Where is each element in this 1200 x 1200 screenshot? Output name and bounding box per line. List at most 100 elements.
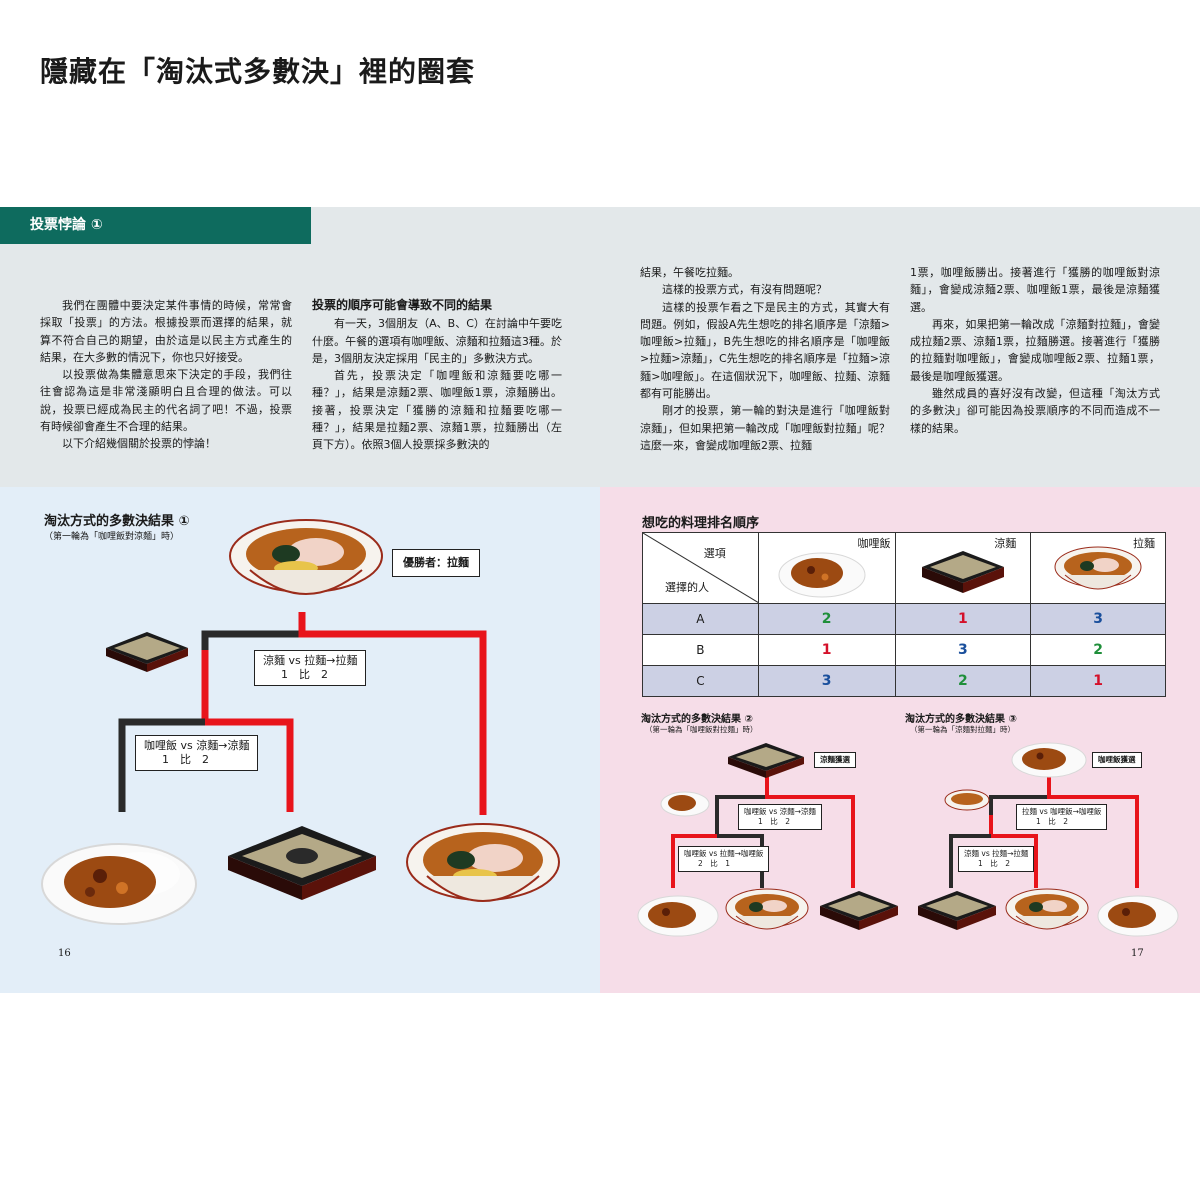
diagonal-line xyxy=(643,533,759,603)
rank-cell: 3 xyxy=(757,665,896,697)
match-score: 1 比 2 xyxy=(162,753,209,766)
diagram-3-title: 淘汰方式的多數決結果 ③ xyxy=(905,714,1017,725)
diagram-1-subtitle: （第一輪為「咖哩飯對涼麵」時） xyxy=(44,532,180,542)
table-corner-cell: 選項 選擇的人 xyxy=(642,532,759,604)
corner-bottom-label: 選擇的人 xyxy=(665,581,709,594)
curry-rice-icon xyxy=(778,552,866,598)
winner-text: 咖哩飯獲選 xyxy=(1098,755,1136,764)
rank-cell: 2 xyxy=(757,603,896,635)
page-number-left: 16 xyxy=(58,948,71,959)
paragraph: 有一天，3個朋友（A、B、C）在討論中午要吃什麼。午餐的選項有咖哩飯、涼麵和拉麵… xyxy=(312,317,562,365)
cold-noodles-icon xyxy=(228,826,376,900)
match-label: 咖哩飯 vs 涼麵→涼麵 1 比 2 xyxy=(135,735,259,771)
match-result: 涼麵 vs 拉麵→拉麵 xyxy=(263,654,358,667)
diagram-2-subtitle: （第一輪為「咖哩飯對拉麵」時） xyxy=(645,725,758,734)
option-header-curry: 咖哩飯 xyxy=(757,532,896,604)
subheading: 投票的順序可能會導致不同的結果 xyxy=(312,298,493,312)
paragraph: 以投票做為集體意思來下決定的手段，我們往往會認為這是非常淺顯明白且合理的做法。可… xyxy=(40,368,292,434)
rank-cell: 3 xyxy=(894,634,1032,666)
bracket-3 xyxy=(949,776,1139,888)
paragraph: 我們在團體中要決定某件事情的時候，常常會採取「投票」的方法。根據投票而選擇的結果… xyxy=(40,299,292,364)
text-column-3: 結果，午餐吃拉麵。 這樣的投票方式，有沒有問題呢？ 這樣的投票乍看之下是民主的方… xyxy=(640,264,890,454)
rank-cell: 3 xyxy=(1030,603,1166,635)
ramen-icon xyxy=(1054,546,1142,590)
paragraph: 剛才的投票，第一輪的對決是進行「咖哩飯對涼麵」，但如果把第一輪改成「咖哩飯對拉麵… xyxy=(640,404,890,452)
option-label: 涼麵 xyxy=(994,537,1017,550)
ramen-icon xyxy=(944,789,990,811)
cold-noodles-icon xyxy=(921,551,1004,593)
match-label: 涼麵 vs 拉麵→拉麵 1 比 2 xyxy=(254,650,367,686)
paragraph: 1票，咖哩飯勝出。接著進行「獲勝的咖哩飯對涼麵」，會變成涼麵2票、咖哩飯1票，最… xyxy=(910,266,1160,314)
text-column-2: 投票的順序可能會導致不同的結果 有一天，3個朋友（A、B、C）在討論中午要吃什麼… xyxy=(312,297,562,454)
ramen-icon xyxy=(725,888,809,930)
winner-label: 優勝者：拉麵 xyxy=(392,549,480,577)
match-score: 1 比 2 xyxy=(978,859,1011,868)
winner-text: 優勝者：拉麵 xyxy=(403,556,469,569)
curry-rice-icon xyxy=(637,895,719,937)
ramen-icon xyxy=(229,519,383,595)
option-label: 咖哩飯 xyxy=(857,537,891,550)
ramen-icon xyxy=(406,823,560,902)
curry-rice-icon xyxy=(1011,742,1087,778)
paragraph: 再來，如果把第一輪改成「涼麵對拉麵」，會變成拉麵2票、涼麵1票，拉麵勝選。接著進… xyxy=(910,317,1160,383)
rank-cell: 1 xyxy=(894,603,1032,635)
page-number-right: 17 xyxy=(1131,948,1144,959)
person-cell: C xyxy=(642,665,759,697)
curry-rice-icon xyxy=(41,843,197,925)
cold-noodles-icon xyxy=(918,891,996,930)
page-title: 隱藏在「淘汰式多數決」裡的圈套 xyxy=(40,55,476,88)
match-result: 咖哩飯 vs 涼麵→涼麵 xyxy=(144,739,250,752)
winner-label: 涼麵獲選 xyxy=(814,752,856,768)
person-cell: A xyxy=(642,603,759,635)
paragraph: 結果，午餐吃拉麵。 xyxy=(640,266,739,279)
match-result: 咖哩飯 vs 拉麵→咖哩飯 xyxy=(684,849,764,858)
rank-cell: 2 xyxy=(1030,634,1166,666)
paragraph: 這樣的投票方式，有沒有問題呢？ xyxy=(662,283,827,297)
winner-label: 咖哩飯獲選 xyxy=(1092,752,1142,768)
match-label: 涼麵 vs 拉麵→拉麵 1 比 2 xyxy=(958,846,1035,872)
match-score: 2 比 1 xyxy=(698,859,731,868)
match-result: 咖哩飯 vs 涼麵→涼麵 xyxy=(744,807,816,816)
text-area-background xyxy=(0,207,1200,487)
match-label: 咖哩飯 vs 涼麵→涼麵 1 比 2 xyxy=(738,804,822,830)
option-header-ramen: 拉麵 xyxy=(1030,532,1166,604)
match-label: 咖哩飯 vs 拉麵→咖哩飯 2 比 1 xyxy=(678,846,770,872)
ramen-icon xyxy=(1005,888,1089,930)
match-label: 拉麵 vs 咖哩飯→咖哩飯 1 比 2 xyxy=(1016,804,1108,830)
rank-cell: 1 xyxy=(1030,665,1166,697)
table-title: 想吃的料理排名順序 xyxy=(642,516,760,531)
person-cell: B xyxy=(642,634,759,666)
diagram-1-title: 淘汰方式的多數決結果 ① xyxy=(44,514,190,529)
option-label: 拉麵 xyxy=(1133,537,1155,550)
match-score: 1 比 2 xyxy=(1036,817,1069,826)
diagram-3-subtitle: （第一輪為「涼麵對拉麵」時） xyxy=(910,725,1015,734)
cold-noodles-icon xyxy=(728,743,804,778)
section-tab: 投票悖論 ① xyxy=(0,207,311,244)
rank-cell: 2 xyxy=(894,665,1032,697)
match-result: 拉麵 vs 咖哩飯→咖哩飯 xyxy=(1022,807,1102,816)
table-row: C 3 2 1 xyxy=(642,665,1166,697)
match-score: 1 比 2 xyxy=(281,668,328,681)
match-result: 涼麵 vs 拉麵→拉麵 xyxy=(964,849,1029,858)
paragraph: 首先，投票決定「咖哩飯和涼麵要吃哪一種？」，結果是涼麵2票、咖哩飯1票，涼麵勝出… xyxy=(312,369,562,452)
curry-rice-icon xyxy=(660,791,710,817)
bracket-1 xyxy=(118,612,487,815)
table-row: B 1 3 2 xyxy=(642,634,1166,666)
ranking-table: 選項 選擇的人 咖哩飯 涼麵 拉麵 xyxy=(642,532,1166,697)
rank-cell: 1 xyxy=(757,634,896,666)
table-row: A 2 1 3 xyxy=(642,603,1166,635)
text-column-4: 1票，咖哩飯勝出。接著進行「獲勝的咖哩飯對涼麵」，會變成涼麵2票、咖哩飯1票，最… xyxy=(910,264,1160,437)
cold-noodles-icon xyxy=(820,891,898,930)
paragraph: 這樣的投票乍看之下是民主的方式，其實大有問題。例如，假設A先生想吃的排名順序是「… xyxy=(640,300,890,401)
match-score: 1 比 2 xyxy=(758,817,791,826)
cold-noodles-icon xyxy=(106,632,188,672)
option-header-cold-noodles: 涼麵 xyxy=(894,532,1032,604)
curry-rice-icon xyxy=(1097,895,1179,937)
text-column-1: 我們在團體中要決定某件事情的時候，常常會採取「投票」的方法。根據投票而選擇的結果… xyxy=(40,297,292,453)
paragraph: 以下介紹幾個關於投票的悖論！ xyxy=(62,437,216,451)
winner-text: 涼麵獲選 xyxy=(820,755,850,764)
corner-top-label: 選項 xyxy=(703,547,726,560)
paragraph: 雖然成員的喜好沒有改變，但這種「淘汰方式的多數決」卻可能因為投票順序的不同而造成… xyxy=(910,387,1160,435)
diagram-2-title: 淘汰方式的多數決結果 ② xyxy=(641,714,753,725)
